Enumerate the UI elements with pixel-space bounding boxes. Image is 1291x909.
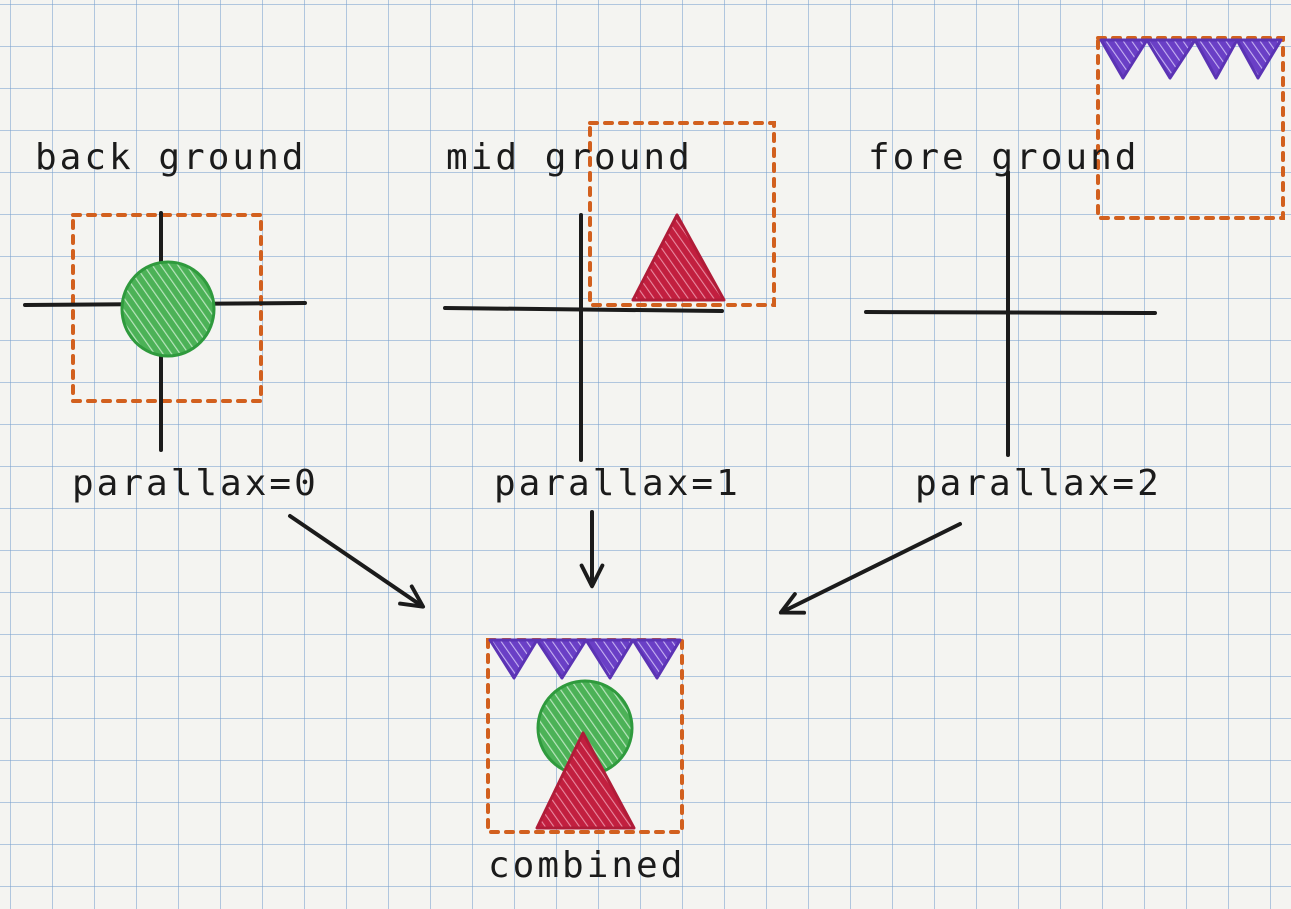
- background-bounds: [71, 213, 263, 403]
- foreground-bounds: [1096, 36, 1285, 220]
- midground-triangle-shape: [631, 213, 726, 302]
- combined-triangle-shape: [535, 731, 636, 830]
- midground-x-axis: [443, 306, 724, 313]
- foreground-title: fore ground: [868, 137, 1140, 178]
- foreground-zigzag-shape: [1099, 38, 1283, 80]
- arrow-foreground-to-combined: [778, 522, 962, 615]
- foreground-parallax-label: parallax=2: [915, 463, 1162, 504]
- combined-zigzag-shape: [488, 638, 682, 680]
- foreground-panel: [864, 36, 1285, 457]
- foreground-x-axis: [864, 310, 1157, 315]
- midground-panel: [443, 121, 776, 462]
- midground-parallax-label: parallax=1: [494, 463, 741, 504]
- background-panel: [23, 211, 307, 452]
- midground-bounds: [588, 121, 776, 307]
- midground-title: mid ground: [446, 137, 693, 178]
- combined-panel: [486, 638, 684, 834]
- combined-title: combined: [488, 845, 686, 886]
- arrows: [288, 510, 962, 615]
- background-parallax-label: parallax=0: [72, 463, 319, 504]
- background-title: back ground: [35, 137, 307, 178]
- arrow-background-to-combined: [288, 514, 426, 609]
- background-circle-shape: [120, 260, 216, 358]
